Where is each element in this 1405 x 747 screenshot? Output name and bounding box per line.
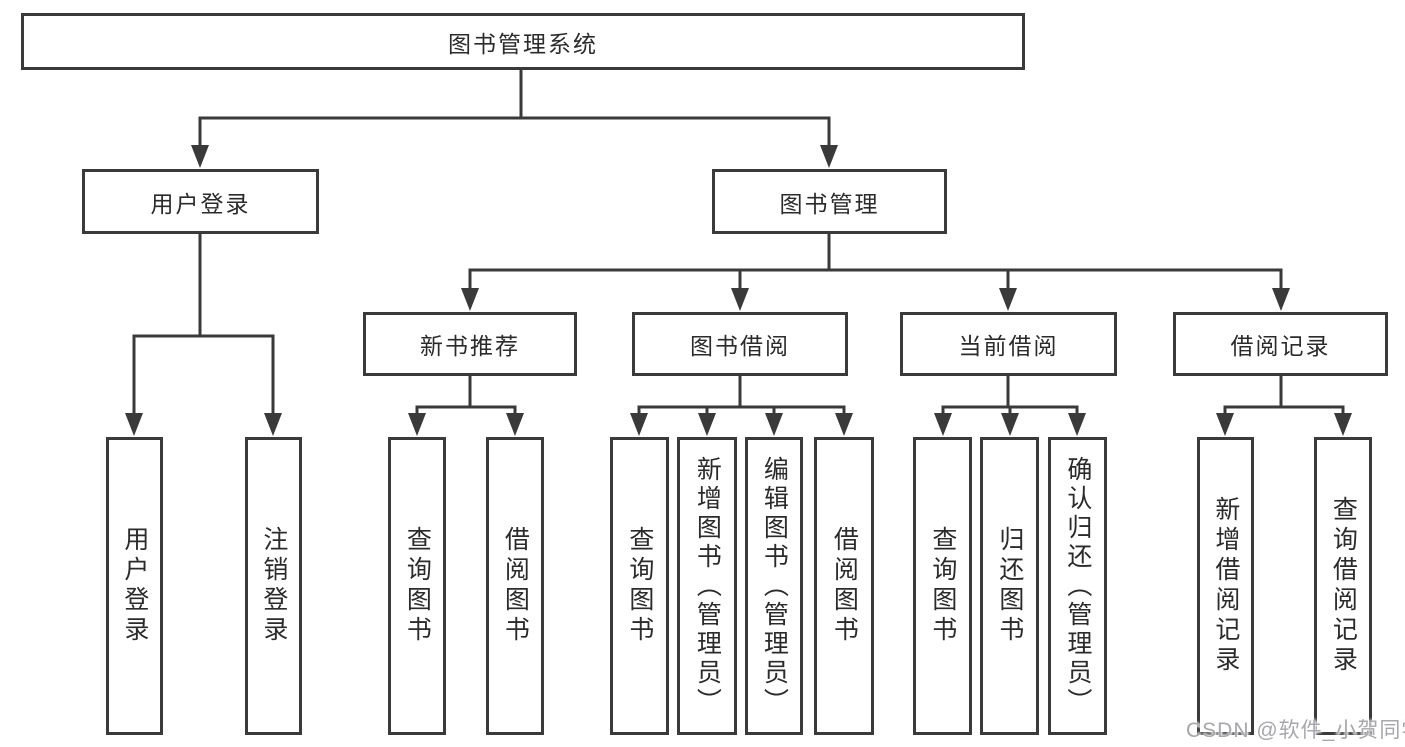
arrowhead-icon: [191, 145, 209, 168]
node-book-borrow: 图书借阅: [632, 312, 848, 376]
node-user-login: 用户登录: [82, 169, 319, 234]
leaf-recommend-query-book: 查询图书: [388, 437, 446, 735]
leaf-query-borrow-record-label: 查询借阅记录: [1329, 496, 1358, 676]
leaf-query-borrow-record: 查询借阅记录: [1314, 437, 1372, 735]
node-book-management-label: 图书管理: [779, 190, 880, 217]
leaf-confirm-return-admin: 确认归还（管理员）: [1048, 437, 1107, 735]
leaf-add-book-admin: 新增图书（管理员）: [677, 437, 737, 735]
node-current-borrow-label: 当前借阅: [958, 333, 1059, 359]
node-new-book-recommend: 新书推荐: [363, 312, 577, 376]
arrowhead-icon: [1216, 413, 1234, 436]
leaf-user-login-label: 用户登录: [120, 526, 149, 646]
node-book-borrow-label: 图书借阅: [690, 333, 790, 359]
leaf-recommend-borrow-book-label: 借阅图书: [501, 526, 530, 646]
arrowhead-icon: [408, 413, 426, 436]
arrowhead-icon: [1334, 413, 1352, 436]
arrowhead-icon: [731, 288, 749, 311]
arrowhead-icon: [1001, 413, 1019, 436]
leaf-user-login: 用户登录: [106, 437, 163, 735]
node-new-book-recommend-label: 新书推荐: [420, 333, 520, 359]
arrowhead-icon: [1272, 288, 1290, 311]
arrowhead-icon: [264, 413, 282, 436]
arrowhead-icon: [630, 413, 648, 436]
leaf-edit-book-admin-label: 编辑图书（管理员）: [760, 455, 789, 717]
arrowhead-icon: [999, 288, 1017, 311]
arrowhead-icon: [698, 413, 716, 436]
leaf-recommend-borrow-book: 借阅图书: [486, 437, 544, 735]
leaf-current-query-book: 查询图书: [913, 437, 972, 735]
leaf-logout-label: 注销登录: [259, 526, 288, 646]
node-user-login-label: 用户登录: [150, 190, 251, 217]
leaf-recommend-query-book-label: 查询图书: [403, 526, 432, 646]
leaf-edit-book-admin: 编辑图书（管理员）: [745, 437, 803, 735]
node-book-management: 图书管理: [712, 169, 947, 234]
arrowhead-icon: [125, 413, 143, 436]
leaf-add-borrow-record: 新增借阅记录: [1197, 437, 1254, 735]
leaf-borrow-borrow-book: 借阅图书: [814, 437, 874, 735]
node-root-label: 图书管理系统: [448, 30, 598, 57]
node-root: 图书管理系统: [21, 13, 1025, 70]
arrowhead-icon: [461, 288, 479, 311]
leaf-logout: 注销登录: [245, 437, 302, 735]
leaf-add-borrow-record-label: 新增借阅记录: [1211, 496, 1240, 676]
arrowhead-icon: [1068, 413, 1086, 436]
arrowhead-icon: [820, 145, 838, 168]
csdn-watermark: CSDN @软件_小贺同学: [1186, 719, 1405, 742]
leaf-confirm-return-admin-label: 确认归还（管理员）: [1063, 455, 1092, 717]
arrowhead-icon: [835, 413, 853, 436]
leaf-borrow-query-book: 查询图书: [610, 437, 669, 735]
node-borrow-records-label: 借阅记录: [1230, 333, 1331, 359]
node-borrow-records: 借阅记录: [1173, 312, 1388, 376]
arrowhead-icon: [765, 413, 783, 436]
leaf-return-book-label: 归还图书: [995, 526, 1024, 646]
leaf-return-book: 归还图书: [980, 437, 1039, 735]
arrowhead-icon: [934, 413, 952, 436]
leaf-current-query-book-label: 查询图书: [928, 526, 957, 646]
node-current-borrow: 当前借阅: [900, 312, 1117, 376]
arrowhead-icon: [506, 413, 524, 436]
leaf-add-book-admin-label: 新增图书（管理员）: [693, 455, 722, 717]
leaf-borrow-borrow-book-label: 借阅图书: [830, 526, 859, 646]
leaf-borrow-query-book-label: 查询图书: [625, 526, 654, 646]
